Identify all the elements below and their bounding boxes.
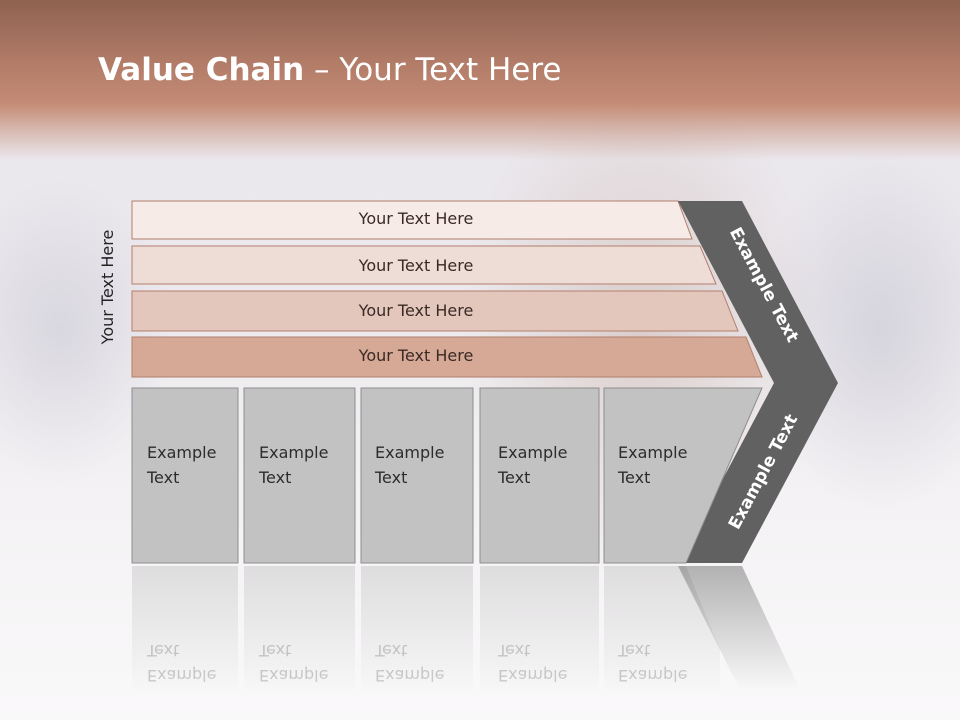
title-rest: – Your Text Here (304, 52, 562, 88)
bar-3-shape[interactable] (131, 290, 739, 332)
arrow-upper-shape[interactable] (678, 201, 838, 383)
box-2-shape[interactable] (243, 387, 356, 564)
bar-3-label: Your Text Here (358, 301, 474, 320)
title-band (0, 0, 960, 160)
bar-4-shape[interactable] (131, 336, 763, 378)
box-5-shape[interactable] (603, 387, 763, 564)
bar-2-shape[interactable] (131, 245, 717, 285)
arrow-lower-shape[interactable] (678, 383, 838, 563)
box-4-shape[interactable] (479, 387, 600, 564)
title-bold: Value Chain (98, 52, 305, 88)
slide-title[interactable]: Value Chain – Your Text Here (98, 52, 561, 88)
bar-4-label: Your Text Here (358, 346, 474, 365)
box-3-shape[interactable] (360, 387, 474, 564)
bar-1-label: Your Text Here (358, 209, 474, 228)
reflection (132, 566, 800, 696)
bar-1-shape[interactable] (131, 200, 693, 240)
box-1-shape[interactable] (131, 387, 239, 564)
bar-2-label: Your Text Here (358, 256, 474, 275)
